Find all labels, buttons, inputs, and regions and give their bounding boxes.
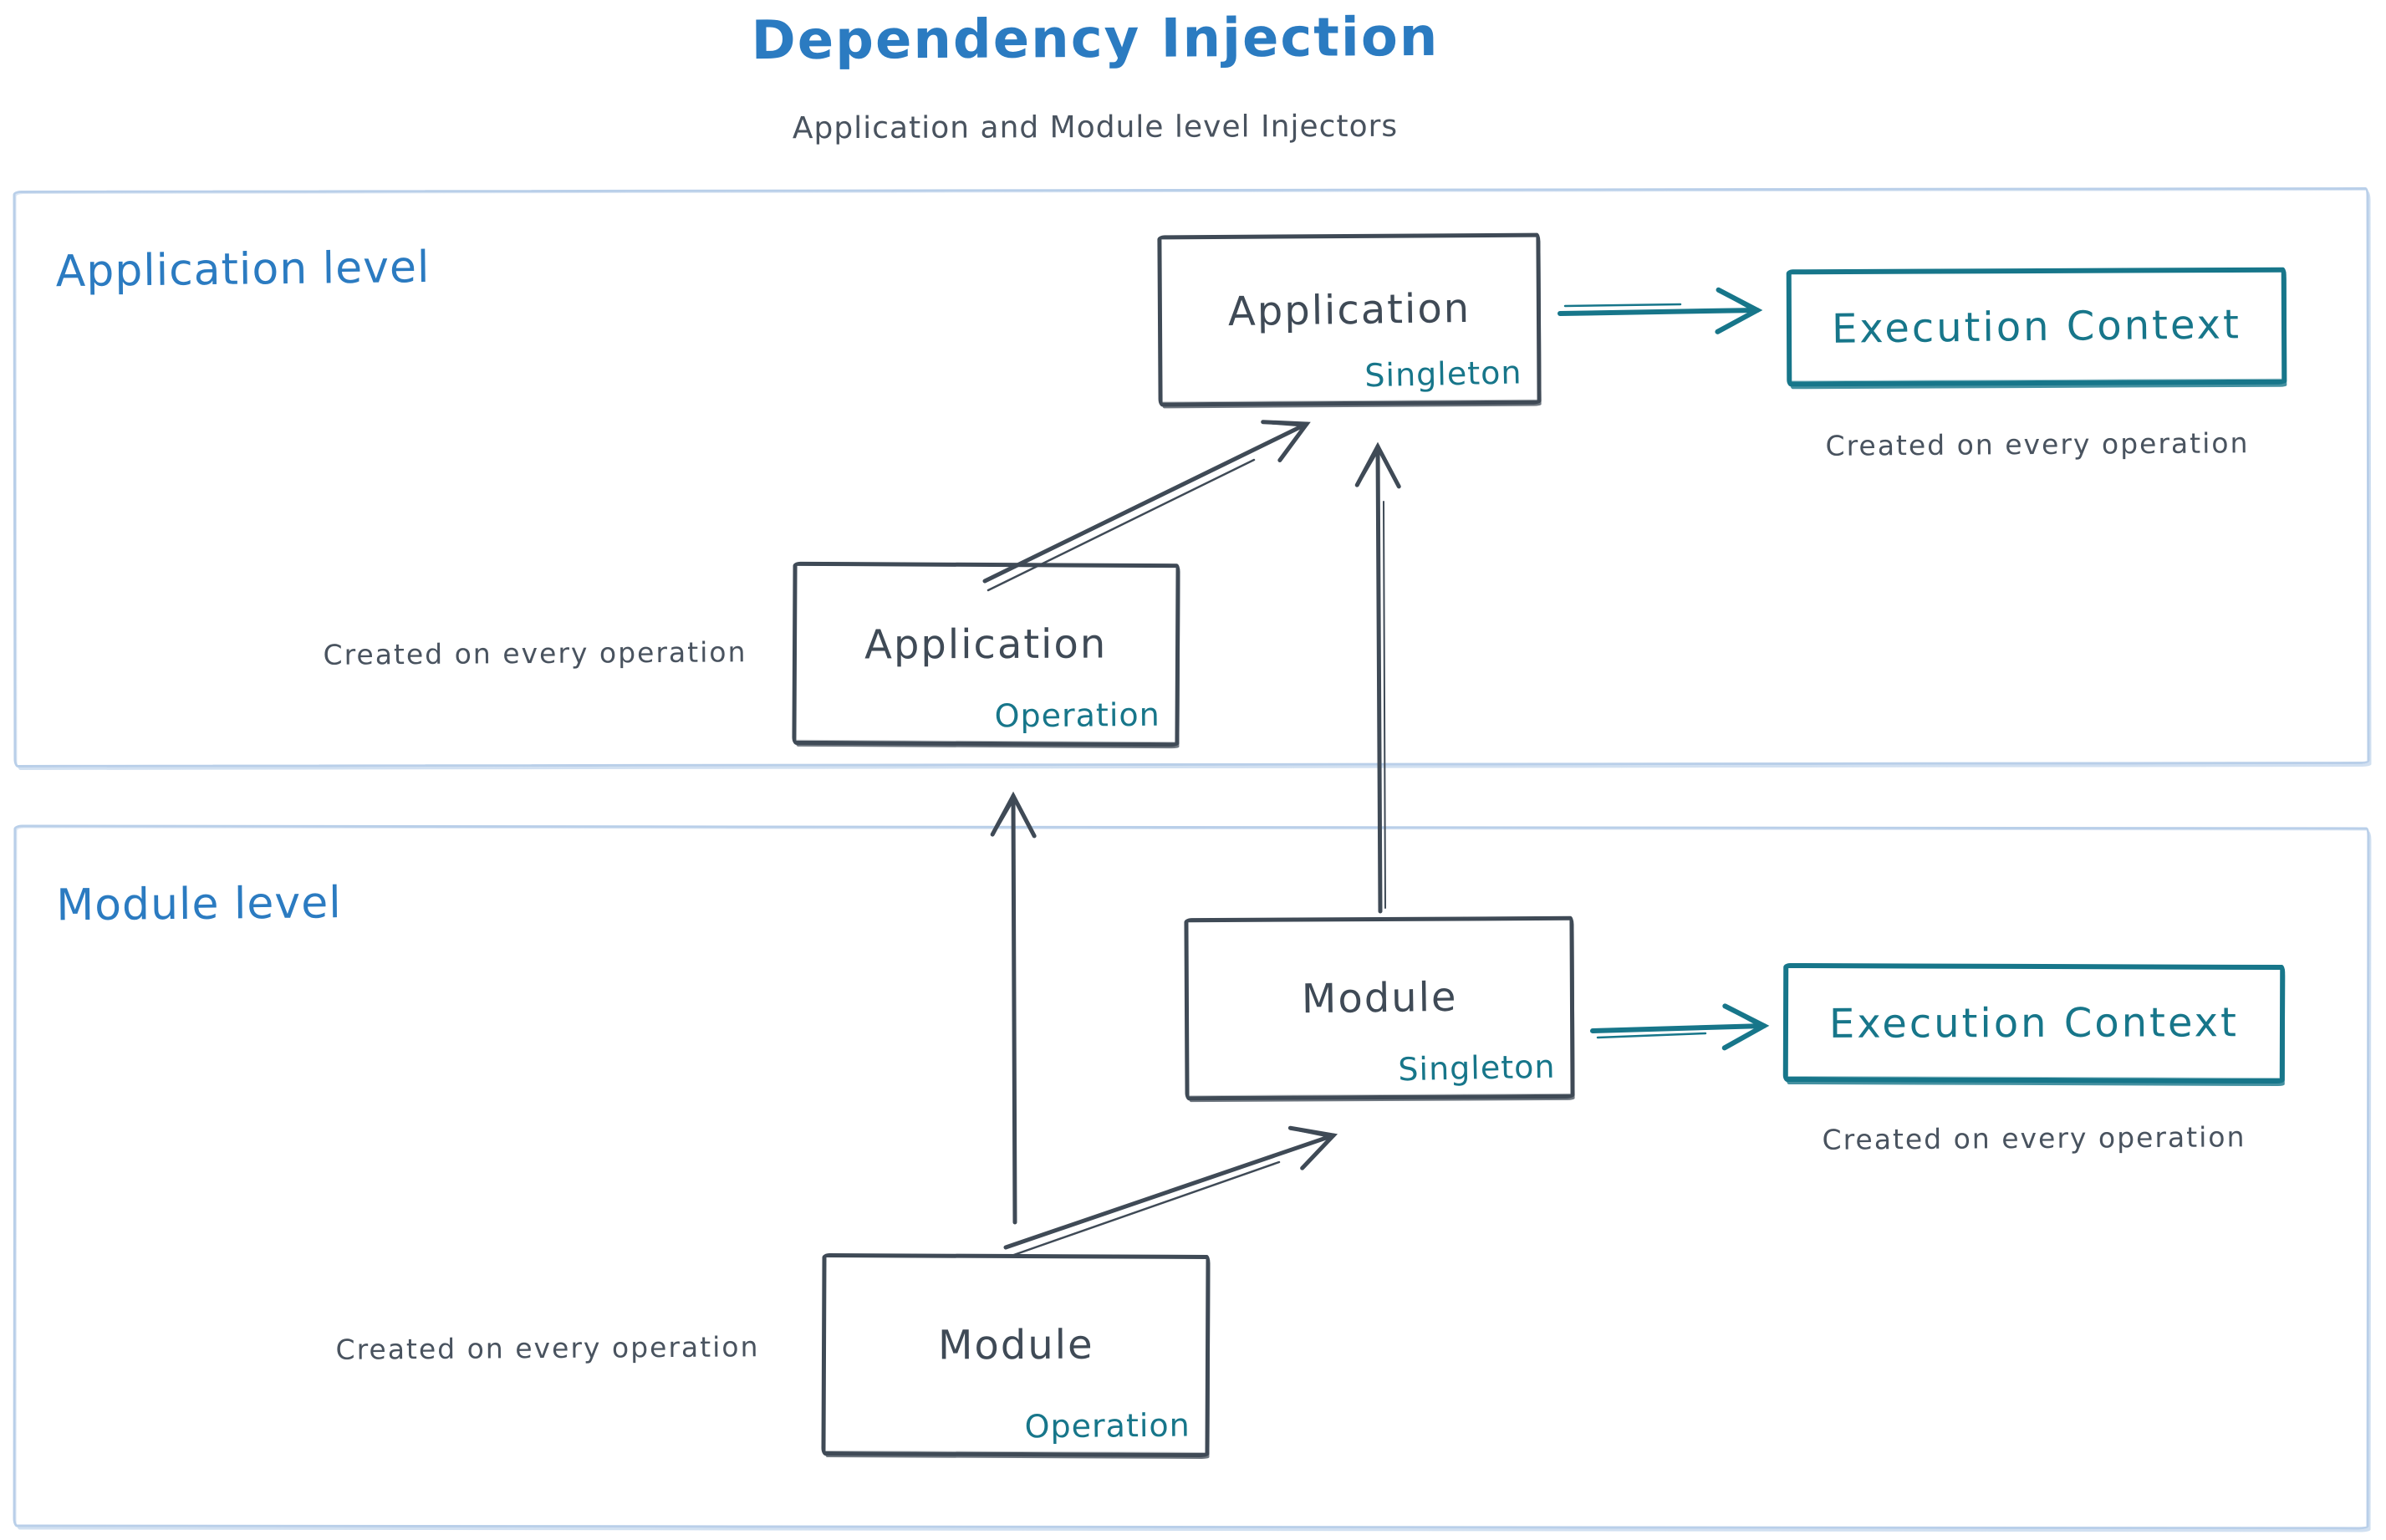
module-operation-box: Module Operation [821, 1252, 1211, 1458]
application-operation-box: Application Operation [792, 561, 1180, 747]
module-singleton-tag: Singleton [1397, 1048, 1556, 1089]
module-execution-context-box: Execution Context [1782, 962, 2286, 1084]
application-singleton-tag: Singleton [1364, 354, 1522, 395]
application-execution-context-label: Execution Context [1831, 301, 2242, 353]
page-title: Dependency Injection [751, 6, 1440, 73]
module-execution-context-caption: Created on every operation [1822, 1120, 2246, 1156]
module-operation-tag: Operation [1024, 1406, 1190, 1446]
application-operation-tag: Operation [994, 696, 1160, 735]
application-operation-title: Application [864, 620, 1108, 669]
module-singleton-title: Module [1301, 973, 1458, 1023]
module-execution-context-label: Execution Context [1828, 999, 2240, 1048]
application-execution-context-caption: Created on every operation [1825, 426, 2250, 462]
module-singleton-box: Module Singleton [1184, 915, 1575, 1101]
application-execution-context-box: Execution Context [1786, 267, 2287, 387]
module-operation-title: Module [937, 1321, 1094, 1369]
module-level-label: Module level [56, 878, 342, 931]
module-operation-caption: Created on every operation [335, 1330, 760, 1366]
application-singleton-box: Application Singleton [1157, 232, 1542, 407]
page-subtitle: Application and Module level Injectors [792, 109, 1399, 146]
application-level-label: Application level [55, 242, 431, 298]
application-operation-caption: Created on every operation [323, 635, 747, 671]
application-singleton-title: Application [1227, 284, 1471, 335]
